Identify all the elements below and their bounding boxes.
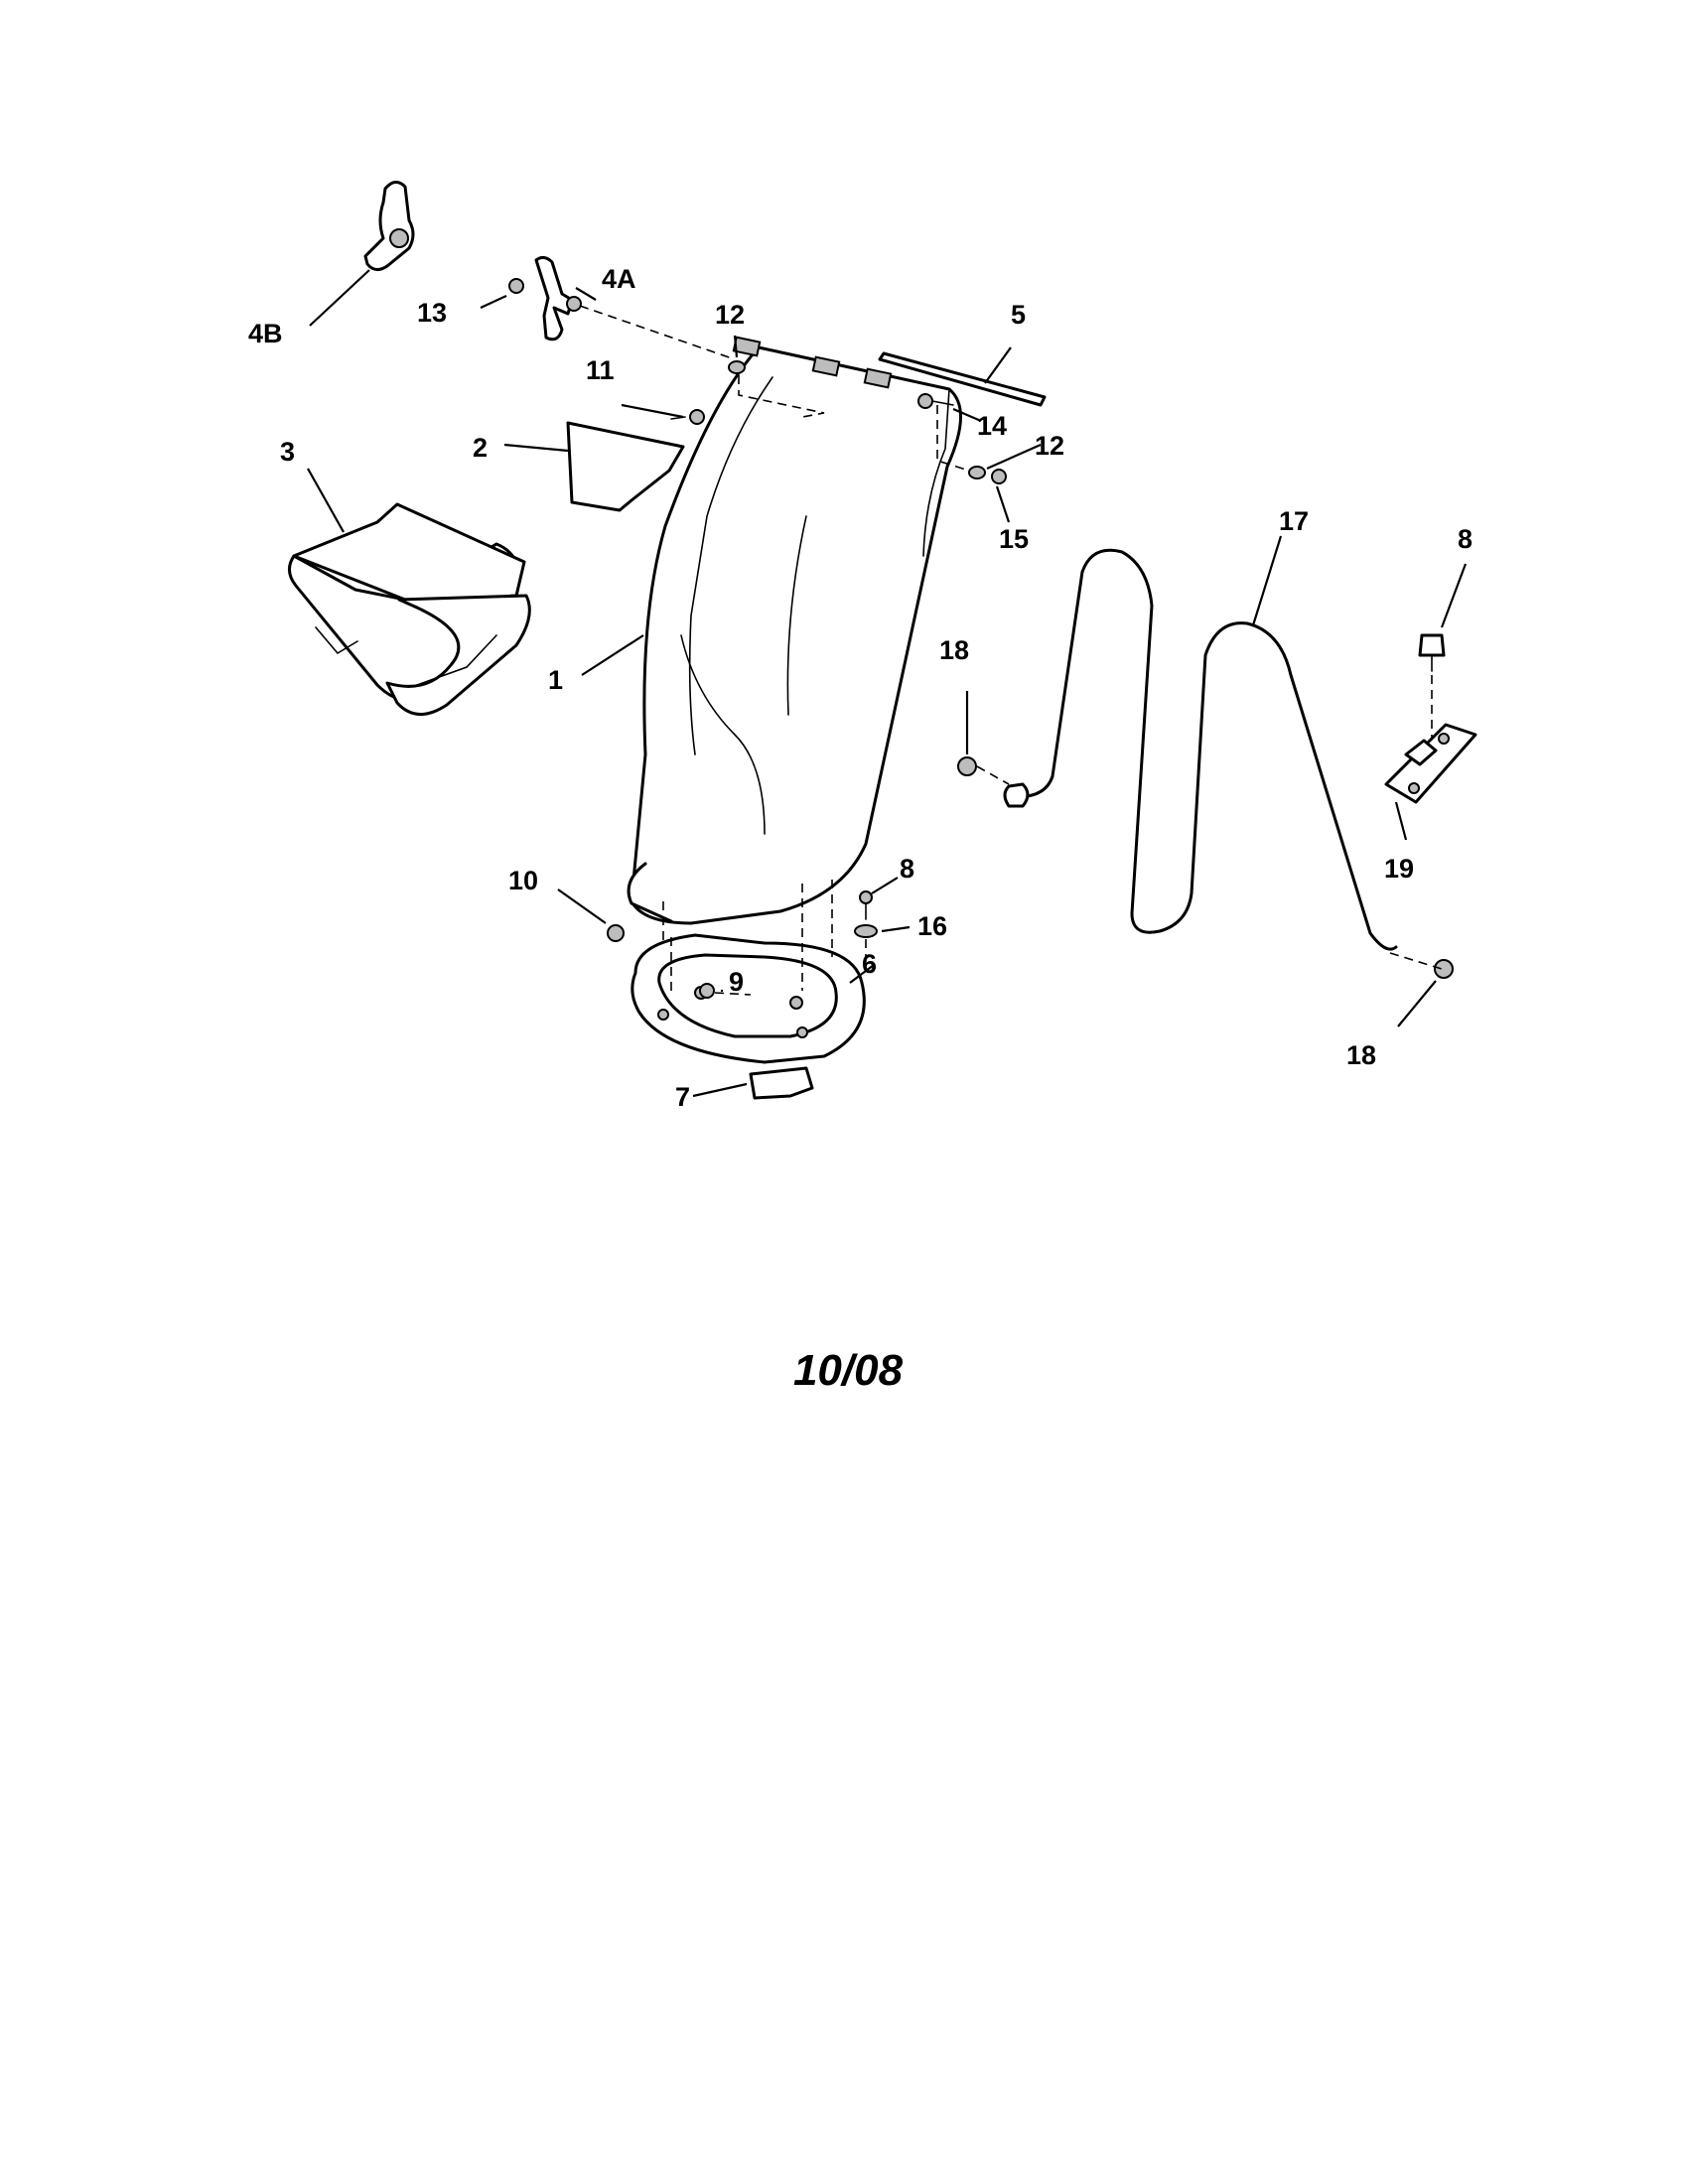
label-8-bottom: 8 <box>900 854 914 884</box>
part-8-bolt-right <box>1418 633 1446 672</box>
part-1-discharge-chute <box>627 336 962 925</box>
label-13: 13 <box>417 298 447 328</box>
label-18-left: 18 <box>939 635 969 665</box>
part-5-bracket <box>878 351 1047 407</box>
part-4b-wing-knob <box>363 181 415 271</box>
date-code: 10/08 <box>792 1346 904 1395</box>
part-9-bolt <box>699 983 715 999</box>
part-19-clamp <box>1384 723 1477 804</box>
label-19: 19 <box>1384 854 1414 884</box>
part-16-washer <box>854 924 878 938</box>
label-4b: 4B <box>248 319 283 348</box>
label-15: 15 <box>999 524 1029 554</box>
label-16: 16 <box>917 911 947 941</box>
label-14: 14 <box>977 411 1007 441</box>
part-4a-knob <box>534 255 582 341</box>
label-6: 6 <box>862 949 877 979</box>
part-8-bolt-bottom <box>859 890 873 920</box>
part-15-nut <box>991 469 1007 484</box>
part-12-washer-top <box>728 360 746 374</box>
label-4a: 4A <box>602 264 636 294</box>
part-17-control-rod <box>1003 548 1398 951</box>
label-2: 2 <box>473 433 488 463</box>
part-14-bolt <box>917 393 954 409</box>
label-8-right: 8 <box>1458 524 1473 554</box>
label-1: 1 <box>548 665 563 695</box>
label-17: 17 <box>1279 506 1309 536</box>
part-18-fitting-left <box>957 756 977 776</box>
label-12-top: 12 <box>715 300 745 330</box>
label-5: 5 <box>1011 300 1026 330</box>
assembly-dashed-lines <box>579 305 1443 996</box>
part-7-block <box>749 1066 814 1100</box>
part-11-bolt <box>670 409 705 425</box>
label-7: 7 <box>675 1082 690 1112</box>
label-12-right: 12 <box>1035 431 1064 461</box>
part-10-nut <box>607 924 625 942</box>
part-13-nut <box>508 278 524 294</box>
label-3: 3 <box>280 437 295 467</box>
part-12-washer-right <box>968 466 986 479</box>
label-18-right: 18 <box>1346 1040 1376 1070</box>
label-10: 10 <box>508 866 538 895</box>
part-3-deflector <box>288 502 531 716</box>
part-6-ring-flange <box>631 933 866 1064</box>
part-callout-labels: 4B 13 4A 12 5 11 14 12 15 2 3 17 8 1 18 … <box>248 264 1473 1112</box>
part-2-plate <box>566 421 685 512</box>
part-18-fitting-right <box>1434 959 1454 979</box>
label-9: 9 <box>729 967 744 997</box>
label-11: 11 <box>586 355 615 385</box>
leader-lines <box>307 269 1468 1098</box>
